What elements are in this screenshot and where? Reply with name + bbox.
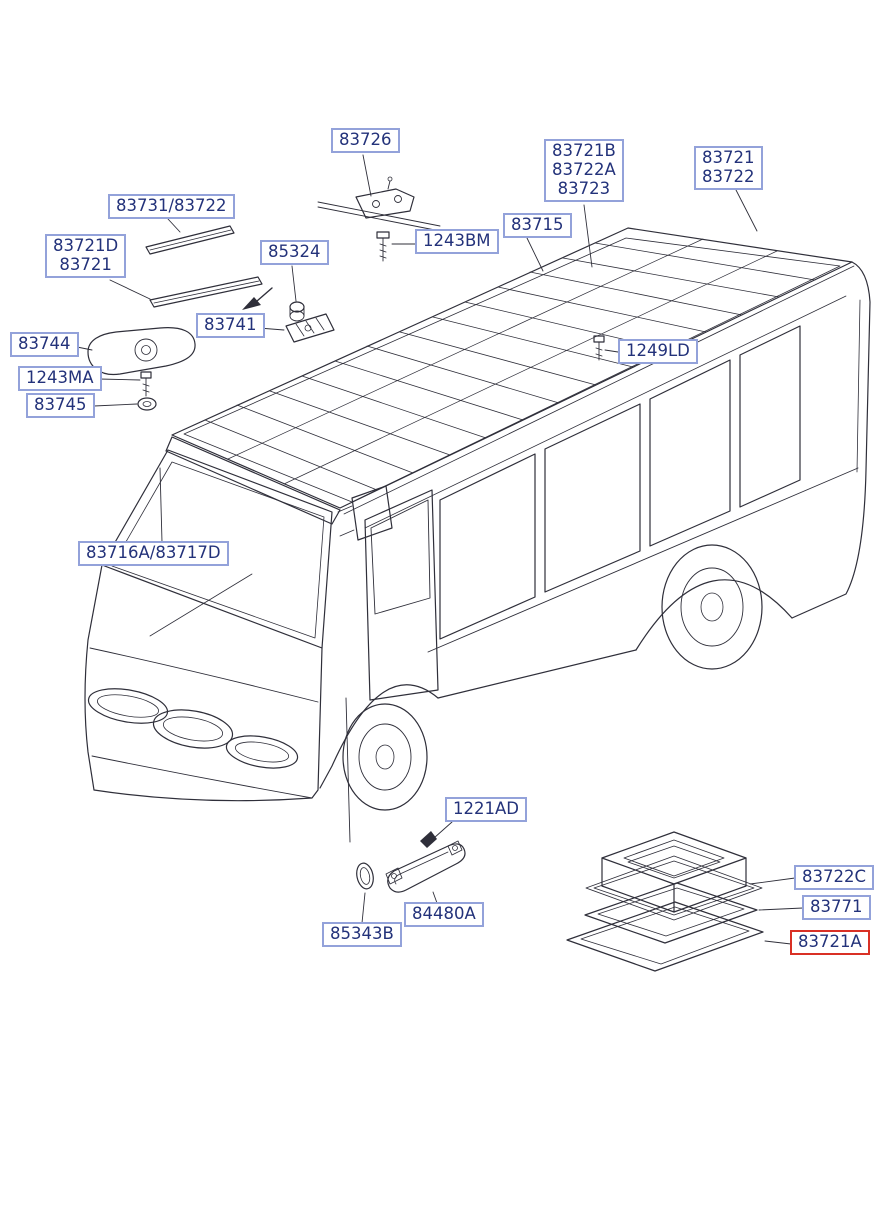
part-83744-lamp	[87, 327, 196, 376]
wiper-line	[149, 573, 253, 637]
part-1243bm-screw	[376, 231, 390, 262]
leader-1243ma	[98, 378, 141, 381]
body-side-outline	[791, 261, 871, 619]
part-label-1243ma[interactable]: 1243MA	[18, 366, 102, 391]
part-label-85324[interactable]: 85324	[260, 240, 329, 265]
front-door-window	[370, 499, 431, 615]
part-83771-gasket	[584, 882, 758, 944]
front-wheel-arch	[319, 684, 439, 789]
part-label-1249ld[interactable]: 1249LD	[618, 339, 698, 364]
headlamp-left	[87, 688, 169, 724]
part-label-83721-83722[interactable]: 83721 83722	[694, 146, 763, 190]
part-label-85343b[interactable]: 85343B	[322, 922, 402, 947]
windshield-inner	[111, 461, 325, 639]
part-ventilator-housing	[585, 831, 763, 921]
part-83741-plate	[285, 313, 335, 343]
roof-seams	[227, 238, 778, 485]
side-window-3	[649, 359, 731, 547]
front-door	[364, 489, 439, 701]
window-band-top	[364, 295, 847, 529]
part-label-1243bm[interactable]: 1243BM	[415, 229, 499, 254]
leader-lines	[71, 154, 804, 945]
leader-84480a	[432, 891, 438, 904]
leader-83722c	[749, 877, 796, 885]
part-label-83721d-83721[interactable]: 83721D 83721	[45, 234, 127, 278]
part-83721a-frame	[566, 901, 764, 972]
drip-rail	[343, 265, 855, 515]
part-label-83721a-selected[interactable]: 83721A	[790, 930, 870, 955]
leader-83716a	[159, 467, 163, 543]
leader-1249ld	[604, 349, 619, 353]
part-label-83745[interactable]: 83745	[26, 393, 95, 418]
leader-83721a	[764, 940, 792, 945]
part-label-83715[interactable]: 83715	[503, 213, 572, 238]
leader-1221ad	[433, 821, 453, 839]
part-label-83716a-83717d[interactable]: 83716A/83717D	[78, 541, 229, 566]
front-face	[84, 564, 323, 802]
part-85324-bushing	[289, 301, 305, 322]
mirror-arms	[337, 505, 355, 537]
part-1243ma-screw	[140, 371, 152, 397]
part-83726-bracket	[317, 176, 441, 232]
leader-83771	[758, 907, 804, 911]
part-1249ld-screw	[593, 335, 605, 361]
part-roof-rail-upper	[145, 225, 235, 255]
rear-edge-line	[856, 299, 861, 473]
part-label-83726[interactable]: 83726	[331, 128, 400, 153]
side-window-1	[439, 453, 536, 640]
leader-83721-83722	[735, 189, 758, 232]
part-1221ad-clip	[420, 831, 437, 848]
rear-wheel-arch	[635, 579, 793, 651]
front-center-oval	[152, 709, 234, 749]
front-wheel	[342, 703, 428, 811]
part-label-83771[interactable]: 83771	[802, 895, 871, 920]
part-label-83722c[interactable]: 83722C	[794, 865, 875, 890]
leader-83731-83722	[167, 218, 181, 233]
part-label-1221ad[interactable]: 1221AD	[445, 797, 527, 822]
leader-83715	[526, 237, 544, 272]
part-label-83721b-83722a-83723[interactable]: 83721B 83722A 83723	[544, 139, 624, 202]
front-crease-lower	[91, 755, 313, 799]
leader-83726	[362, 154, 372, 197]
front-visor-band	[165, 436, 341, 525]
side-window-4	[739, 325, 801, 508]
leader-83721b-group	[583, 204, 593, 268]
part-83745-grommet	[137, 397, 157, 411]
side-window-2	[544, 403, 641, 593]
rocker-line	[437, 649, 637, 699]
roof-outline	[171, 227, 853, 509]
leader-83721d	[109, 279, 151, 300]
direction-arrow	[242, 287, 273, 310]
part-85343b-ring	[356, 862, 374, 890]
roof-ribs	[204, 242, 816, 491]
beltline	[427, 467, 859, 653]
part-label-83741[interactable]: 83741	[196, 313, 265, 338]
windshield	[101, 449, 333, 649]
part-84480a-handle	[385, 840, 466, 893]
part-label-83731-83722[interactable]: 83731/83722	[108, 194, 235, 219]
bus-drawing	[84, 227, 871, 811]
roof-inner-outline	[183, 237, 841, 503]
headlamp-right	[225, 735, 299, 769]
leader-85343b	[361, 892, 366, 924]
rear-wheel	[661, 544, 763, 670]
leader-85324	[291, 265, 297, 302]
door-mirror	[351, 485, 393, 541]
front-crease-upper	[89, 647, 319, 703]
leader-83745	[93, 403, 138, 407]
part-label-83744[interactable]: 83744	[10, 332, 79, 357]
handle-location-line	[345, 697, 351, 843]
part-label-84480a[interactable]: 84480A	[404, 902, 484, 927]
part-roof-rail-lower	[149, 276, 263, 308]
